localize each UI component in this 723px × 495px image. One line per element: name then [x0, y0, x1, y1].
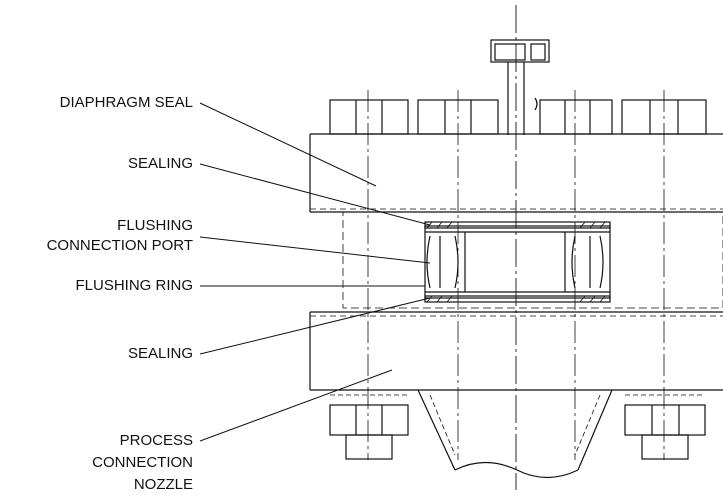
gaskets: [424, 221, 611, 303]
top-bolt-heads: [329, 99, 707, 135]
instrument-stem: [490, 39, 550, 135]
label-sealing-top: SEALING: [127, 155, 193, 172]
label-sealing-bottom: SEALING: [127, 345, 193, 362]
lower-flange: [309, 311, 723, 391]
label-flushing-ring: FLUSHING RING: [75, 277, 193, 294]
leader-lines: [199, 102, 431, 442]
label-flushing-connection-port-2: CONNECTION PORT: [46, 237, 193, 254]
process-nozzle: [417, 389, 613, 479]
bottom-nuts: [329, 394, 706, 460]
label-process-connection-1: PROCESS: [119, 432, 193, 449]
label-diaphragm-seal: DIAPHRAGM SEAL: [59, 94, 193, 111]
label-process-connection-3: NOZZLE: [133, 476, 193, 493]
label-process-connection-2: CONNECTION: [92, 454, 193, 471]
label-flushing-connection-port-1: FLUSHING: [117, 217, 193, 234]
bolt-centerlines: [367, 90, 665, 460]
upper-flange: [309, 133, 723, 213]
